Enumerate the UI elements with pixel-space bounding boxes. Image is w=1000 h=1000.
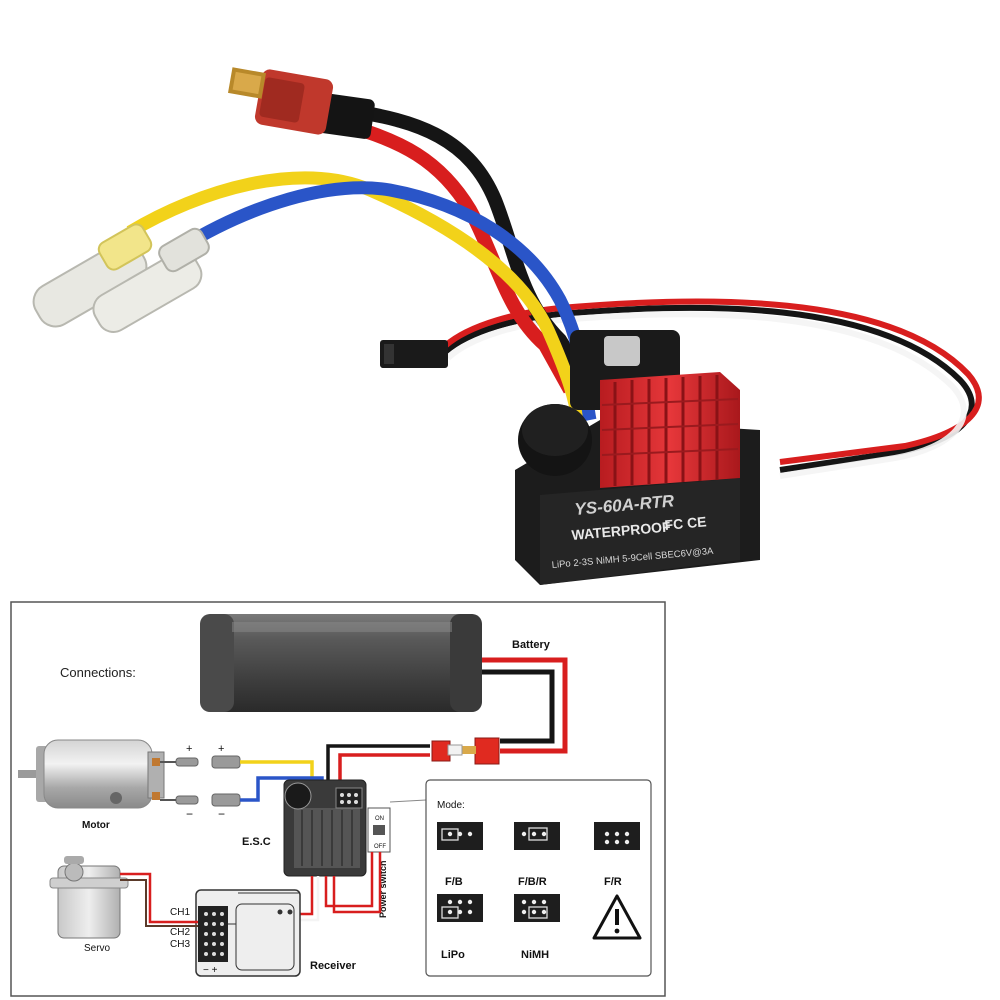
- receiver-ch3-label: CH3: [170, 939, 190, 950]
- jumper-fbr: [514, 822, 560, 850]
- motor: [18, 739, 165, 809]
- servo-plug: [380, 340, 448, 368]
- t-plug-pair: [431, 737, 500, 765]
- connections-title: Connections:: [60, 665, 136, 680]
- receiver-ch1-label: CH1: [170, 907, 190, 918]
- esc-heatsink: [600, 372, 740, 488]
- product-photo: YS-60A-RTR WATERPROOF FC CE LiPo 2-3S Ni…: [32, 67, 982, 585]
- esc-body: YS-60A-RTR WATERPROOF FC CE LiPo 2-3S Ni…: [515, 330, 760, 585]
- mode-nimh-label: NiMH: [521, 949, 549, 961]
- bullet-connector-blue: [92, 227, 210, 333]
- jumper-nimh: [514, 894, 560, 922]
- servo: [49, 856, 129, 939]
- motor-bullets: [175, 755, 241, 807]
- mode-fr-label: F/R: [604, 876, 622, 888]
- battery-leads: [482, 657, 568, 754]
- esc-cert-label: FC CE: [664, 513, 707, 533]
- motor-wires: [32, 171, 597, 422]
- jumper-fb: [437, 822, 483, 850]
- receiver-polarity-label: − +: [203, 965, 218, 976]
- motor-plus-right: +: [218, 743, 224, 755]
- motor-plus-left: +: [186, 743, 192, 755]
- esc-label: E.S.C: [242, 836, 271, 848]
- motor-label: Motor: [82, 820, 110, 831]
- receiver-label: Receiver: [310, 960, 357, 972]
- switch-off-label: OFF: [374, 844, 386, 850]
- battery-pack: [200, 614, 482, 712]
- warning-triangle-icon: [592, 894, 642, 940]
- wiring-diagram: Connections: Battery: [10, 601, 666, 997]
- esc-diagram: [283, 779, 367, 877]
- mode-fbr-label: F/B/R: [518, 876, 547, 888]
- motor-minus-left: −: [186, 807, 193, 821]
- t-plug-connector: [228, 67, 334, 135]
- bullet-connector-yellow: [32, 223, 153, 328]
- switch-on-label: ON: [375, 816, 384, 822]
- jumper-lipo: [437, 894, 483, 922]
- mode-panel: Mode: F/B F/B/R F/R: [425, 779, 652, 977]
- power-switch-label: Power switch: [378, 860, 388, 918]
- receiver: [195, 889, 301, 977]
- battery-label: Battery: [512, 639, 551, 651]
- mode-fb-label: F/B: [445, 876, 463, 888]
- mode-lipo-label: LiPo: [441, 949, 465, 961]
- motor-minus-right: −: [218, 807, 225, 821]
- servo-label: Servo: [84, 943, 111, 954]
- receiver-ch2-label: CH2: [170, 927, 190, 938]
- jumper-fr: [594, 822, 640, 850]
- mode-title: Mode:: [437, 800, 465, 811]
- power-switch: ON OFF: [367, 807, 391, 853]
